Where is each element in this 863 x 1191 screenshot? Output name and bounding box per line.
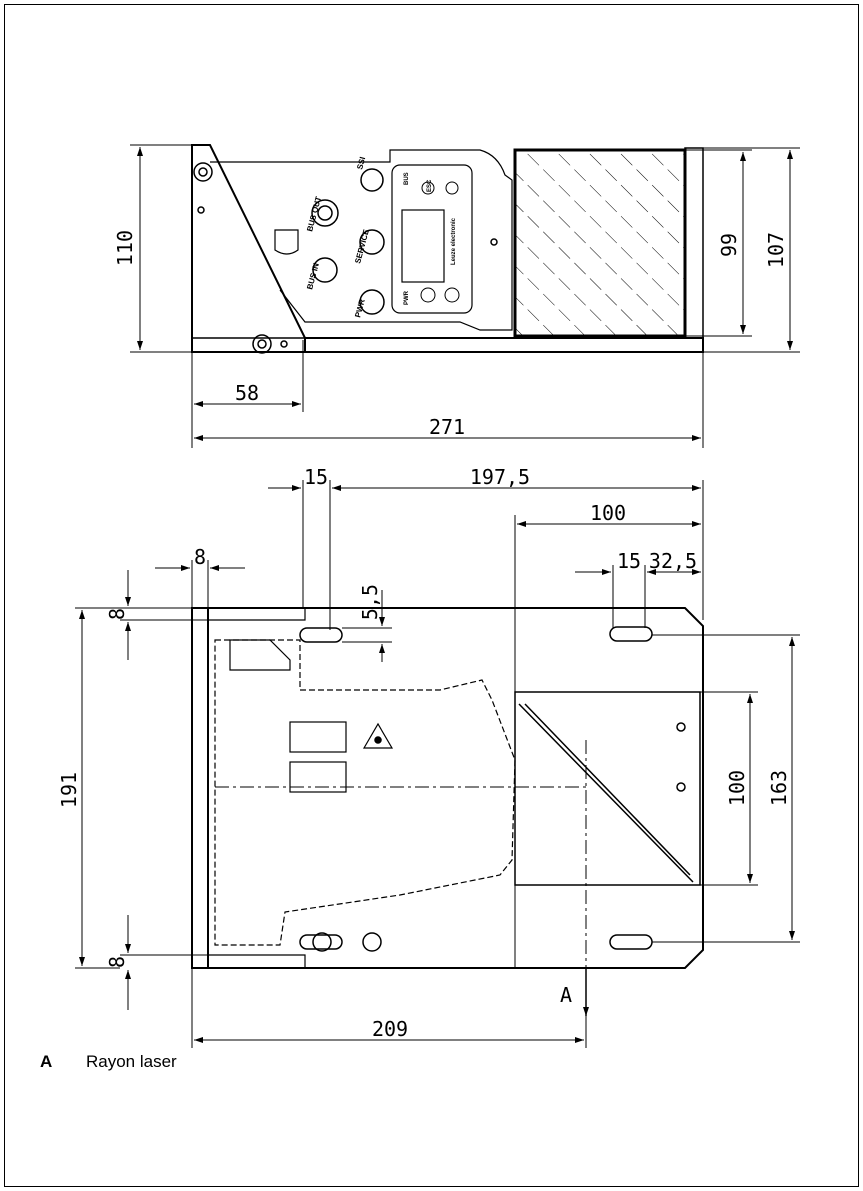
label-esc: ESC xyxy=(427,179,433,192)
screw-bottom xyxy=(252,334,272,354)
dim-100-top: 100 xyxy=(590,501,626,525)
dim-110: 110 xyxy=(113,230,137,266)
dim-209: 209 xyxy=(372,1017,408,1041)
connector-service xyxy=(359,229,385,255)
front-view xyxy=(191,607,704,969)
dim-8-bottom: 8 xyxy=(105,956,129,968)
dim-163: 163 xyxy=(767,770,791,806)
bracket-outline xyxy=(191,144,306,353)
label-bus-in: BUS IN xyxy=(305,262,321,291)
dim-15-right: 15 xyxy=(617,549,641,573)
slot-bottom-right xyxy=(609,934,653,950)
dim-8-top: 8 xyxy=(105,608,129,620)
connector-bus-out xyxy=(311,199,339,227)
label-service: SERVICE xyxy=(353,228,371,265)
page-frame xyxy=(4,4,859,1187)
legend-key: A xyxy=(40,1052,53,1071)
dim-8: 8 xyxy=(194,545,206,569)
label-brand: Leuze electronic xyxy=(451,217,457,265)
beam-marker: A xyxy=(560,983,572,1007)
dim-58: 58 xyxy=(235,381,259,405)
dim-15-top: 15 xyxy=(304,465,328,489)
connector-bus-in xyxy=(312,257,338,283)
scanner-body xyxy=(214,639,516,946)
slot-top-right xyxy=(609,626,653,642)
dim-5-5: 5,5 xyxy=(358,584,382,620)
legend-text: Rayon laser xyxy=(86,1052,177,1071)
screw-top xyxy=(193,162,213,182)
dim-107: 107 xyxy=(764,232,788,268)
slot-bottom-left xyxy=(299,934,343,950)
label-pwr: PWR xyxy=(353,298,367,319)
mounting-plate xyxy=(191,607,704,969)
scanner-housing xyxy=(210,149,513,331)
label-ssi: SSI xyxy=(355,156,367,171)
dim-271: 271 xyxy=(429,415,465,439)
hatched-window xyxy=(513,148,687,338)
label-bus-out: BUS OUT xyxy=(305,195,323,232)
slot-top-left xyxy=(299,627,343,643)
top-view xyxy=(191,144,704,354)
dim-99: 99 xyxy=(717,233,741,257)
base-plate xyxy=(304,337,704,353)
dim-197-5: 197,5 xyxy=(470,465,530,489)
connector-ssi xyxy=(360,168,384,192)
front-view-dims xyxy=(75,480,800,1048)
dim-32-5: 32,5 xyxy=(649,549,697,573)
legend: A Rayon laser xyxy=(40,1052,177,1072)
laser-warning-icon xyxy=(362,722,394,749)
connector-pwr xyxy=(359,289,385,315)
label-pwr-small: PWR xyxy=(404,290,410,305)
top-view-dims xyxy=(130,144,800,448)
label-bus-small: BUS xyxy=(404,172,410,185)
dim-191: 191 xyxy=(57,772,81,808)
dim-100-right: 100 xyxy=(725,770,749,806)
